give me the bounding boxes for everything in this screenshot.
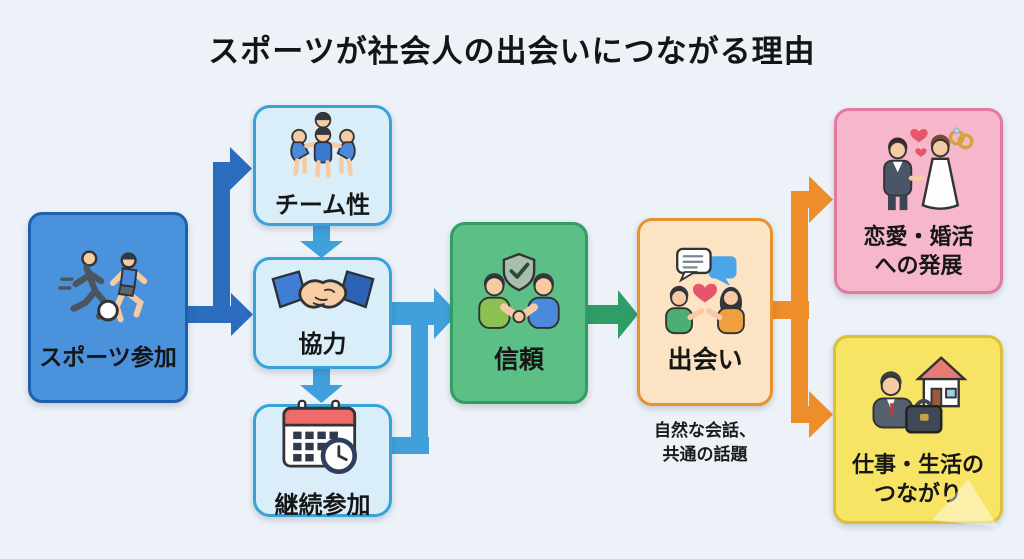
handshake-icon [270, 266, 375, 325]
meeting-caption: 自然な会話、 共通の話題 [654, 421, 756, 464]
node-sports-participation: スポーツ参加 [28, 212, 188, 403]
arrow-to-work [791, 406, 811, 423]
node-label-team: チーム性 [274, 192, 371, 220]
arrowhead-team-to-cooperation [300, 241, 343, 258]
runners-icon [54, 242, 162, 339]
node-label-cooperation: 協力 [298, 330, 347, 358]
conversation-icon [653, 247, 757, 340]
node-romance-marriage: 恋愛・婚活 への発展 [834, 108, 1003, 294]
arrow-trust-to-meeting [586, 305, 620, 324]
arrowhead-sports-to-cooperation [231, 293, 253, 336]
arrowhead-trust-to-meeting [618, 290, 638, 339]
arrow-team-to-cooperation [313, 226, 330, 243]
arrow-to-romance [791, 191, 811, 208]
node-cooperation: 協力 [253, 257, 392, 369]
trust-shield-icon [466, 249, 572, 340]
arrowhead-to-romance [809, 176, 833, 223]
wedding-couple-icon [860, 122, 978, 219]
arrow-cooperation-to-continuation [313, 368, 330, 387]
node-continued-participation: 継続参加 [253, 400, 392, 519]
arrowhead-sports-to-team [230, 147, 252, 190]
node-label-continuation: 継続参加 [274, 492, 371, 520]
node-label-trust: 信頼 [493, 346, 544, 375]
arrow-continuation-riser [411, 314, 428, 454]
node-trust: 信頼 [450, 222, 588, 404]
calendar-clock-icon [275, 399, 371, 486]
node-label-romance: 恋愛・婚活 への発展 [863, 223, 974, 278]
node-team-spirit: チーム性 [253, 105, 392, 226]
arrow-sports-branch-up [213, 162, 230, 323]
node-label-meeting: 出会い [667, 346, 743, 375]
node-meeting: 出会い [637, 218, 773, 406]
team-huddle-icon [277, 109, 369, 186]
arrowhead-to-work [809, 391, 833, 438]
diagram-title: スポーツが社会人の出会いにつながる理由 [208, 34, 816, 69]
node-label-sports: スポーツ参加 [39, 344, 177, 371]
arrow-meeting-split [791, 191, 808, 423]
node-work-life-connection: 仕事・生活の つながり [833, 335, 1003, 524]
node-label-work: 仕事・生活の つながり [851, 452, 984, 506]
arrow-cooperation-to-trust [390, 302, 436, 325]
business-house-icon [859, 350, 977, 447]
